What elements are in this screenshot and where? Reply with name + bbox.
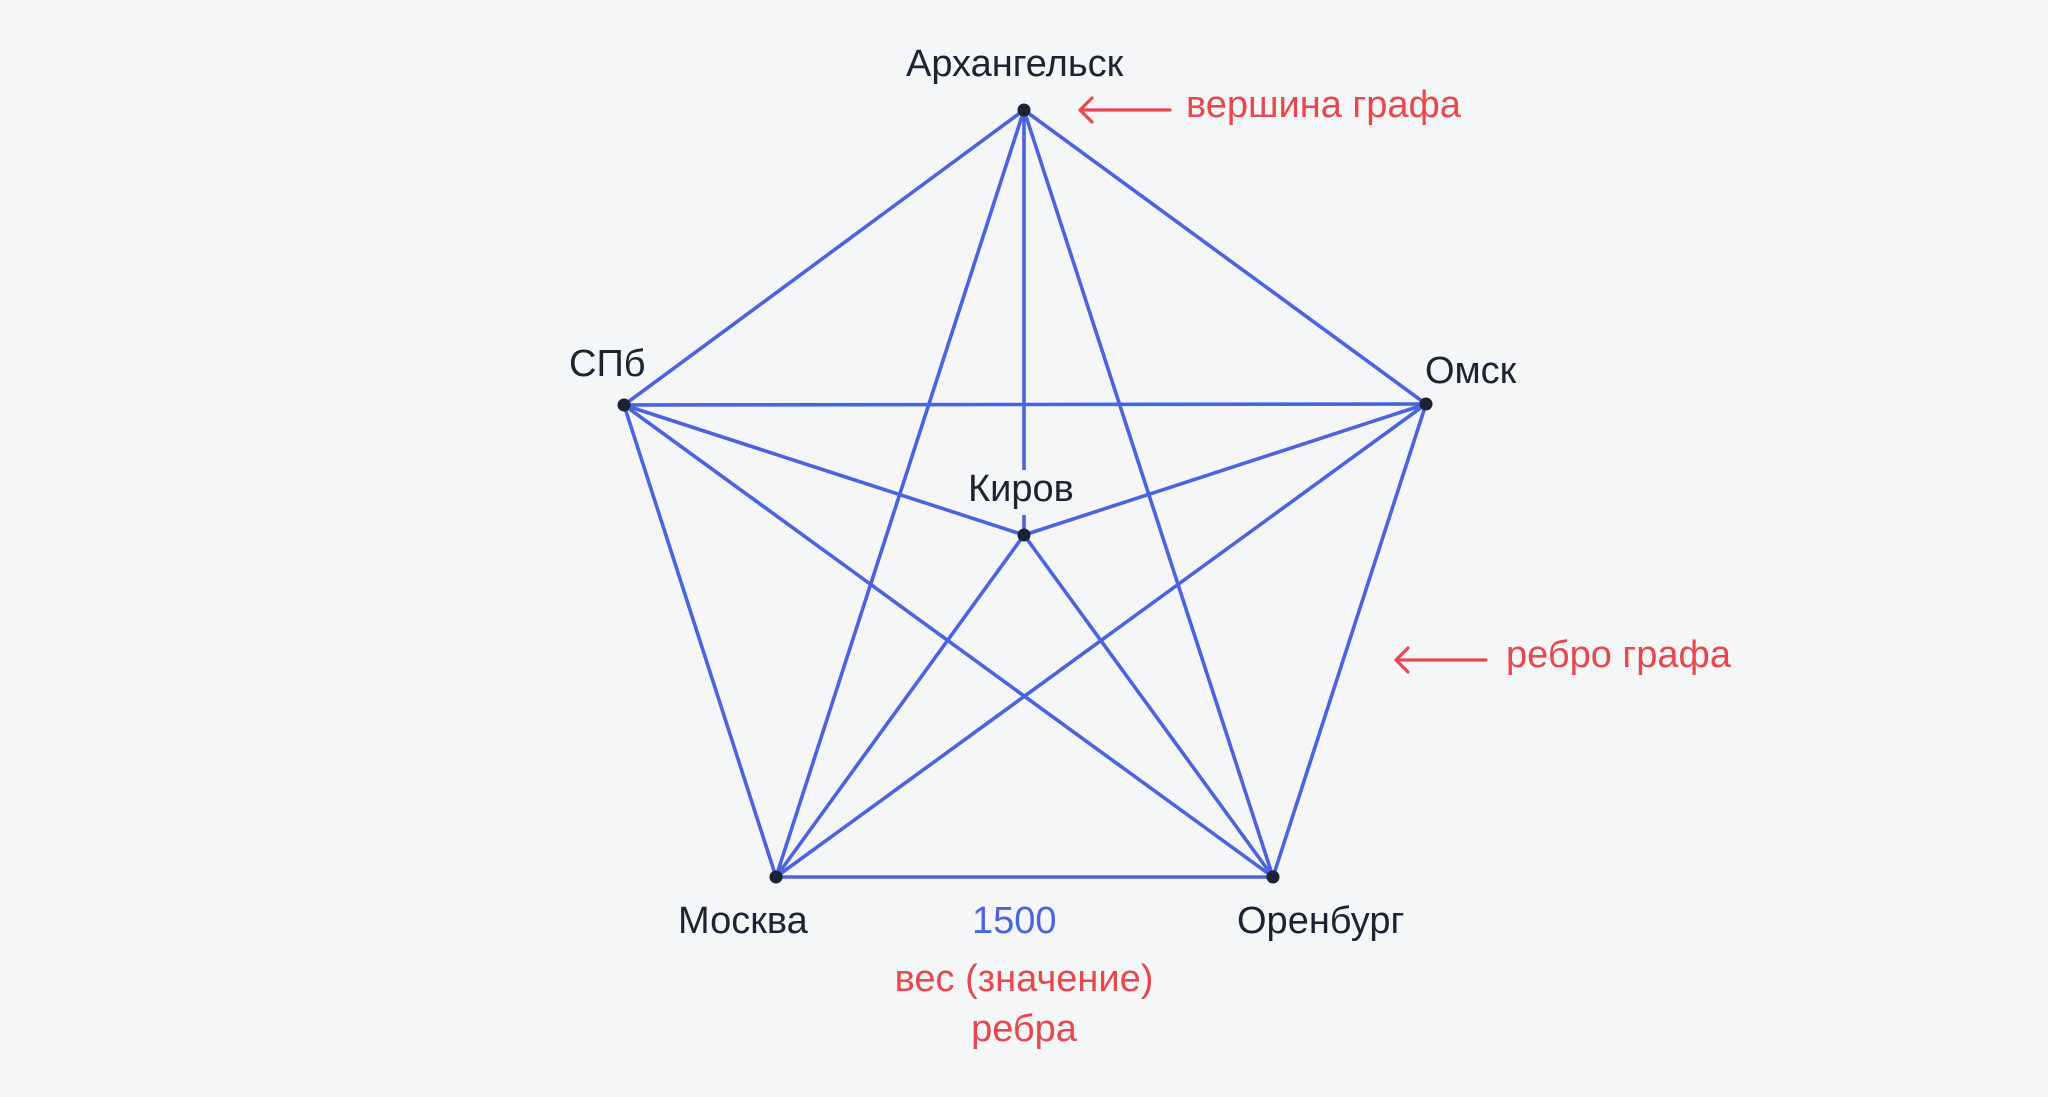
edge-annotation: ребро графа <box>1506 634 1731 676</box>
edge-spb-omsk <box>623 402 1427 407</box>
weight-annotation-line2: ребра <box>971 1008 1077 1050</box>
edge-spb-kirov <box>623 403 1025 537</box>
edge-weight-label: 1500 <box>972 900 1057 942</box>
vertex-moscow <box>769 870 783 884</box>
edge-omsk-kirov <box>1023 402 1427 537</box>
vertex-label-kirov: Киров <box>968 468 1074 510</box>
vertex-arkhangelsk <box>1017 103 1031 117</box>
edge-kirov-orenburg <box>1022 533 1275 879</box>
edge-omsk-orenburg <box>1271 403 1428 878</box>
vertex-label-spb: СПб <box>569 343 646 385</box>
vertex-label-omsk: Омск <box>1425 350 1517 392</box>
weight-annotation-line1: вес (значение) <box>894 958 1154 1000</box>
graph-vertices <box>617 103 1433 884</box>
graph-edges <box>622 108 1428 879</box>
edge-kirov-moscow <box>774 533 1026 879</box>
edge-arkhangelsk-spb <box>622 108 1026 407</box>
vertex-omsk <box>1419 397 1433 411</box>
vertex-label-moscow: Москва <box>678 900 808 942</box>
edge-spb-moscow <box>622 404 778 878</box>
vertex-kirov <box>1017 528 1031 542</box>
annotation-arrows <box>1078 96 1488 674</box>
edge-arrow-icon <box>1394 646 1488 674</box>
vertex-orenburg <box>1266 870 1280 884</box>
edge-arkhangelsk-omsk <box>1022 108 1428 406</box>
vertex-spb <box>617 398 631 412</box>
vertex-annotation: вершина графа <box>1186 84 1461 126</box>
vertex-label-arkhangelsk: Архангельск <box>906 43 1124 85</box>
vertex-label-orenburg: Оренбург <box>1237 900 1405 942</box>
weight-annotation: вес (значение) ребра <box>874 954 1174 1054</box>
vertex-arrow-icon <box>1078 96 1172 124</box>
